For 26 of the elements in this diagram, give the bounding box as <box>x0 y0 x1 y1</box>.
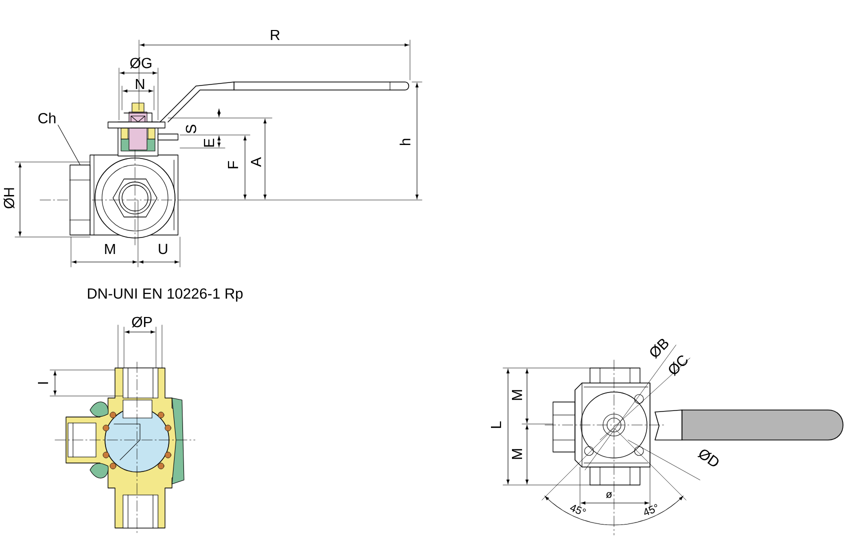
dimension-label: U <box>158 244 168 254</box>
dimension-label: 45° <box>644 504 658 516</box>
part-label: Ch <box>38 112 56 124</box>
dimension-label: M <box>105 244 115 254</box>
dimension-label: M <box>512 390 522 400</box>
dimension-label: ØC <box>668 355 688 376</box>
dimension-label: A <box>250 157 262 167</box>
dimension-label: L <box>490 421 502 428</box>
dimension-label: ØG <box>130 58 152 68</box>
dimension-label: R <box>270 30 280 40</box>
dimension-label: ø <box>606 492 612 498</box>
dimension-label: ØP <box>132 316 152 328</box>
dimension-label: S <box>186 124 196 134</box>
dimension-label: N <box>136 78 144 90</box>
dimension-label: 45° <box>570 504 586 514</box>
hex-end-drawing <box>69 164 91 236</box>
leader-line <box>58 124 80 165</box>
dimension-label: ØD <box>697 450 719 466</box>
dimension-label: F <box>228 161 238 168</box>
dimension-label: M <box>512 449 522 459</box>
dimension-label: ØB <box>650 338 668 359</box>
dimension-label: I <box>38 382 48 384</box>
dimension-label: E <box>204 138 214 147</box>
dimension-label: ØH <box>4 188 14 208</box>
standard-note: DN-UNI EN 10226-1 Rp <box>88 288 243 302</box>
dimension-label: h <box>400 138 410 146</box>
